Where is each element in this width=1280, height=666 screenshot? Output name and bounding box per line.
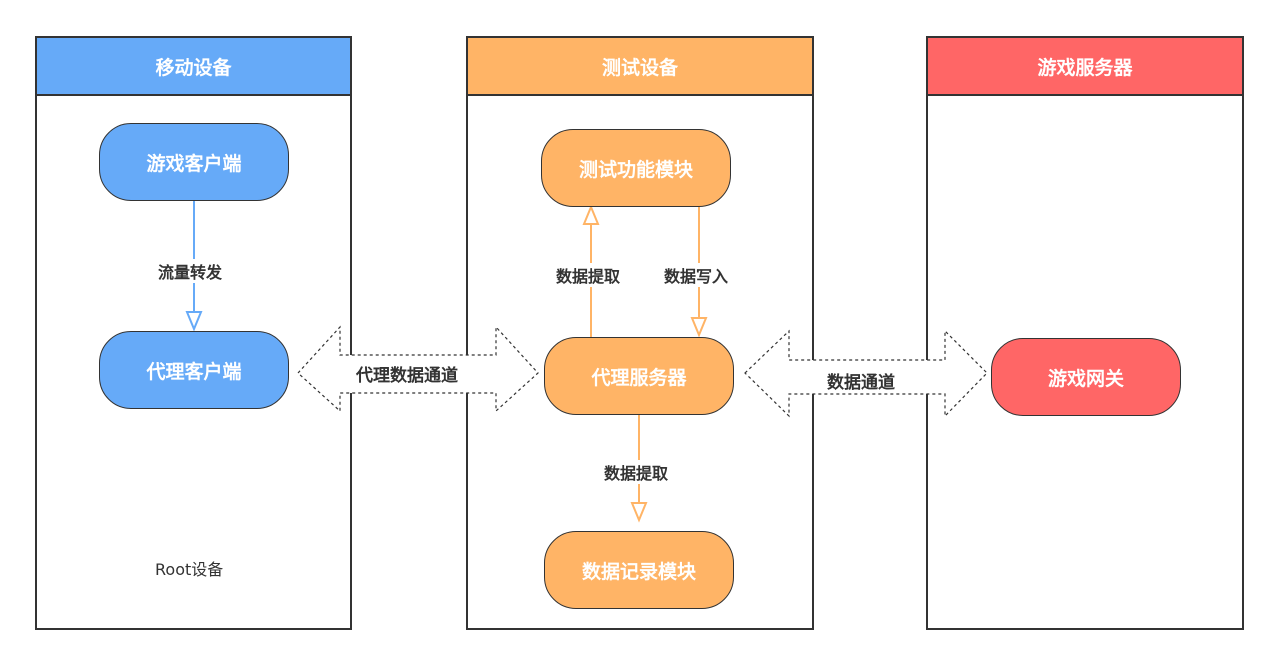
- node-game-client: 游戏客户端: [99, 123, 289, 201]
- node-record-module: 数据记录模块: [544, 531, 734, 609]
- arrowhead-data-extract-up: [582, 204, 600, 225]
- node-test-module: 测试功能模块: [541, 129, 731, 207]
- node-proxy-server: 代理服务器: [544, 337, 734, 415]
- label-data-extract-down: 数据提取: [602, 460, 671, 484]
- lane-title-mobile: 移动设备: [37, 38, 350, 96]
- label-traffic-forward: 流量转发: [156, 259, 225, 283]
- label-data-extract-up: 数据提取: [554, 263, 623, 287]
- arrowhead-traffic-forward: [185, 311, 203, 332]
- arrowhead-data-extract-down: [630, 502, 648, 523]
- label-data-channel: 数据通道: [825, 368, 897, 393]
- note-root-device: Root设备: [155, 560, 224, 579]
- label-proxy-channel: 代理数据通道: [354, 361, 460, 386]
- lane-title-test: 测试设备: [468, 38, 812, 96]
- lane-title-server: 游戏服务器: [928, 38, 1242, 96]
- lane-game-server: 游戏服务器: [926, 36, 1244, 630]
- node-game-gateway: 游戏网关: [991, 338, 1181, 416]
- node-proxy-client: 代理客户端: [99, 331, 289, 409]
- label-data-write: 数据写入: [662, 263, 731, 287]
- arrowhead-data-write: [690, 317, 708, 338]
